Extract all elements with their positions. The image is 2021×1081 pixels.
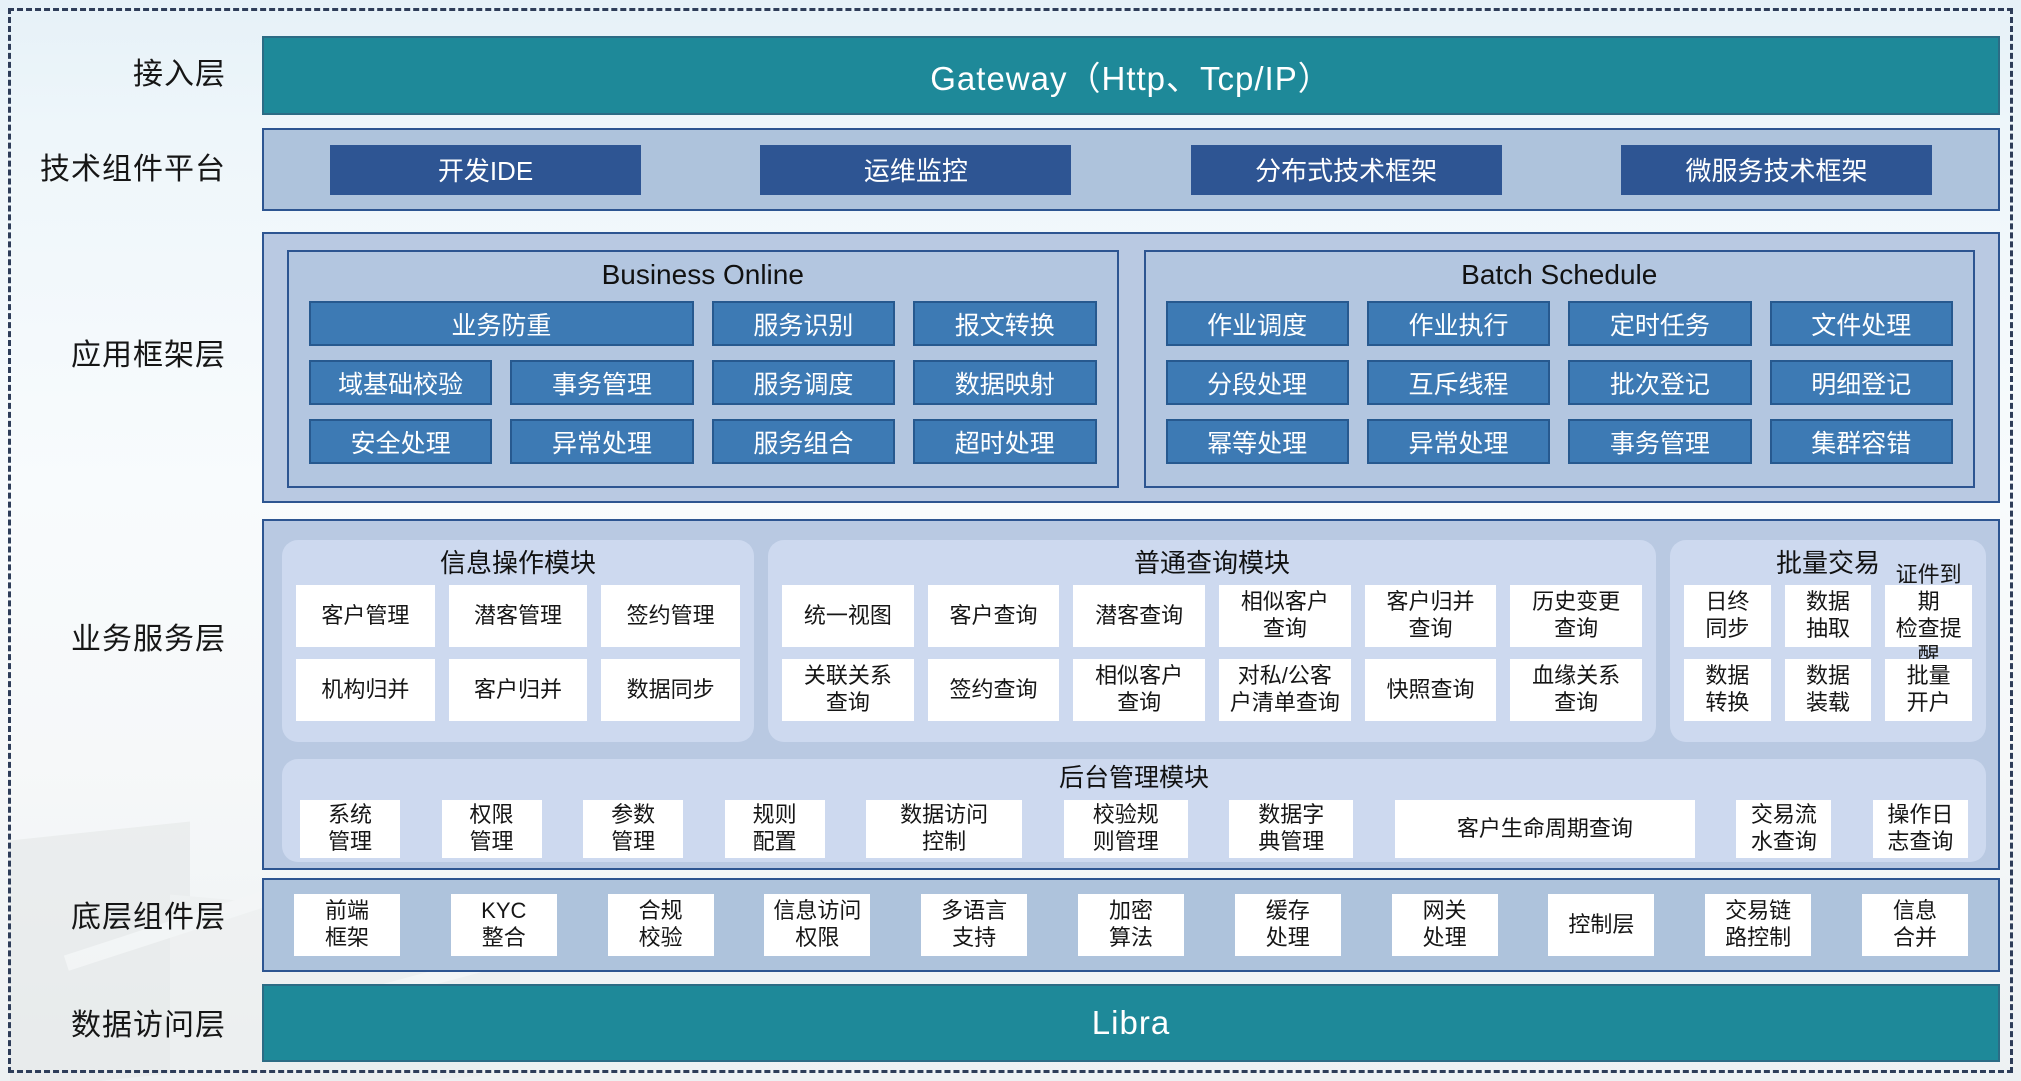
bs-block: 分段处理 bbox=[1165, 360, 1349, 405]
bo-block: 数据映射 bbox=[913, 360, 1097, 405]
tech-block-dev-ide: 开发IDE bbox=[330, 144, 641, 195]
admin-cell: 系统 管理 bbox=[300, 800, 400, 858]
app-framework-band: Business Online 业务防重 服务识别 报文转换 域基础校验 事务管… bbox=[262, 232, 2000, 503]
admin-cell: 校验规 则管理 bbox=[1063, 800, 1188, 858]
bo-block: 事务管理 bbox=[510, 360, 694, 405]
query-cell: 相似客户 查询 bbox=[1073, 659, 1205, 721]
bo-block: 业务防重 bbox=[309, 301, 694, 346]
bo-block: 超时处理 bbox=[913, 419, 1097, 464]
bs-block: 明细登记 bbox=[1769, 360, 1953, 405]
business-service-band: 信息操作模块 客户管理 潜客管理 签约管理 机构归并 客户归并 数据同步 普通查… bbox=[262, 519, 2000, 870]
bs-block: 定时任务 bbox=[1568, 301, 1752, 346]
info-cell: 数据同步 bbox=[601, 659, 740, 721]
batch-schedule-panel: Batch Schedule 作业调度 作业执行 定时任务 文件处理 分段处理 … bbox=[1143, 250, 1975, 488]
admin-cell: 数据字 典管理 bbox=[1229, 800, 1354, 858]
base-cell: 控制层 bbox=[1548, 894, 1655, 956]
bs-block: 文件处理 bbox=[1769, 301, 1953, 346]
bs-block: 作业调度 bbox=[1165, 301, 1349, 346]
query-cell: 快照查询 bbox=[1364, 659, 1497, 721]
bo-block: 异常处理 bbox=[510, 419, 694, 464]
bs-block: 作业执行 bbox=[1366, 301, 1551, 346]
backend-admin-module: 后台管理模块 系统 管理 权限 管理 参数 管理 规则 配置 数据访问 控制 校… bbox=[282, 759, 1986, 862]
base-cell: 合规 校验 bbox=[607, 894, 714, 956]
info-cell: 客户归并 bbox=[448, 659, 588, 721]
layer-label-data-access: 数据访问层 bbox=[71, 1009, 226, 1042]
base-cell: 缓存 处理 bbox=[1234, 894, 1341, 956]
bs-block: 批次登记 bbox=[1568, 360, 1752, 405]
base-cell: 信息访问 权限 bbox=[764, 894, 871, 956]
layer-label-base-components: 底层组件层 bbox=[71, 901, 226, 934]
base-cell: 网关 处理 bbox=[1391, 894, 1498, 956]
batch-trade-title: 批量交易 bbox=[1775, 548, 1880, 578]
admin-cell: 客户生命周期查询 bbox=[1394, 800, 1695, 858]
bo-block: 服务识别 bbox=[711, 301, 896, 346]
layer-label-business-service: 业务服务层 bbox=[71, 623, 226, 656]
query-cell: 客户查询 bbox=[927, 585, 1060, 647]
bo-block: 服务组合 bbox=[711, 419, 896, 464]
admin-cell: 交易流 水查询 bbox=[1736, 800, 1832, 858]
admin-cell: 权限 管理 bbox=[441, 800, 542, 858]
base-components-band: 前端 框架 KYC 整合 合规 校验 信息访问 权限 多语言 支持 加密 算法 … bbox=[262, 878, 2000, 972]
admin-cell: 操作日 志查询 bbox=[1872, 800, 1968, 858]
backend-admin-title: 后台管理模块 bbox=[1058, 764, 1209, 792]
info-cell: 客户管理 bbox=[296, 585, 435, 647]
admin-cell: 参数 管理 bbox=[583, 800, 684, 858]
base-cell: 前端 框架 bbox=[294, 894, 400, 956]
bs-block: 事务管理 bbox=[1568, 419, 1752, 464]
bs-block: 异常处理 bbox=[1366, 419, 1551, 464]
tech-block-ops-monitor: 运维监控 bbox=[760, 144, 1072, 195]
query-cell: 统一视图 bbox=[782, 585, 914, 647]
bo-block: 服务调度 bbox=[711, 360, 896, 405]
query-cell: 对私/公客 户清单查询 bbox=[1219, 659, 1351, 721]
tech-block-microservice-fw: 微服务技术框架 bbox=[1620, 144, 1932, 195]
admin-cell: 数据访问 控制 bbox=[866, 800, 1023, 858]
batch-cell: 数据 抽取 bbox=[1784, 585, 1872, 647]
layer-label-tech-platform: 技术组件平台 bbox=[40, 153, 226, 186]
query-cell: 血缘关系 查询 bbox=[1510, 659, 1642, 721]
batch-schedule-title: Batch Schedule bbox=[1461, 259, 1658, 290]
query-cell: 历史变更 查询 bbox=[1510, 585, 1642, 647]
base-cell: 交易链 路控制 bbox=[1705, 894, 1812, 956]
tech-platform-band: 开发IDE 运维监控 分布式技术框架 微服务技术框架 bbox=[262, 128, 2000, 211]
data-access-band: Libra bbox=[262, 984, 2000, 1062]
query-cell: 关联关系 查询 bbox=[782, 659, 914, 721]
libra-title: Libra bbox=[1091, 1004, 1171, 1041]
general-query-title: 普通查询模块 bbox=[1133, 548, 1290, 578]
bo-block: 域基础校验 bbox=[309, 360, 493, 405]
info-operation-title: 信息操作模块 bbox=[439, 548, 596, 578]
query-cell: 潜客查询 bbox=[1073, 585, 1205, 647]
info-operation-module: 信息操作模块 客户管理 潜客管理 签约管理 机构归并 客户归并 数据同步 bbox=[282, 540, 754, 742]
query-cell: 客户归并 查询 bbox=[1364, 585, 1497, 647]
bs-block: 互斥线程 bbox=[1366, 360, 1551, 405]
info-cell: 签约管理 bbox=[601, 585, 740, 647]
base-cell: KYC 整合 bbox=[450, 894, 557, 956]
general-query-module: 普通查询模块 统一视图 客户查询 潜客查询 相似客户 查询 客户归并 查询 历史… bbox=[768, 540, 1656, 742]
info-cell: 潜客管理 bbox=[448, 585, 588, 647]
tech-block-distributed-fw: 分布式技术框架 bbox=[1190, 144, 1502, 195]
batch-cell: 证件到期 检查提醒 bbox=[1885, 562, 1972, 668]
batch-trade-module: 批量交易 日终 同步 数据 抽取 证件到期 检查提醒 数据 转换 数据 装载 批… bbox=[1670, 540, 1986, 742]
gateway-title: Gateway（Http、Tcp/IP） bbox=[930, 59, 1332, 97]
info-cell: 机构归并 bbox=[296, 659, 435, 721]
layer-label-access: 接入层 bbox=[133, 58, 226, 91]
business-online-panel: Business Online 业务防重 服务识别 报文转换 域基础校验 事务管… bbox=[287, 250, 1119, 488]
bs-block: 集群容错 bbox=[1769, 419, 1953, 464]
batch-cell: 数据 转换 bbox=[1684, 659, 1771, 721]
base-cell: 多语言 支持 bbox=[921, 894, 1028, 956]
query-cell: 相似客户 查询 bbox=[1219, 585, 1351, 647]
base-cell: 加密 算法 bbox=[1077, 894, 1184, 956]
batch-cell: 批量 开户 bbox=[1885, 659, 1972, 721]
layer-label-app-framework: 应用框架层 bbox=[71, 339, 226, 372]
query-cell: 签约查询 bbox=[927, 659, 1060, 721]
business-online-title: Business Online bbox=[601, 259, 804, 290]
batch-cell: 数据 装载 bbox=[1784, 659, 1872, 721]
bs-block: 幂等处理 bbox=[1165, 419, 1349, 464]
base-cell: 信息 合并 bbox=[1861, 894, 1968, 956]
admin-cell: 规则 配置 bbox=[724, 800, 825, 858]
gateway-band: Gateway（Http、Tcp/IP） bbox=[262, 36, 2000, 115]
bo-block: 安全处理 bbox=[309, 419, 493, 464]
batch-cell: 日终 同步 bbox=[1684, 585, 1771, 647]
bo-block: 报文转换 bbox=[913, 301, 1097, 346]
